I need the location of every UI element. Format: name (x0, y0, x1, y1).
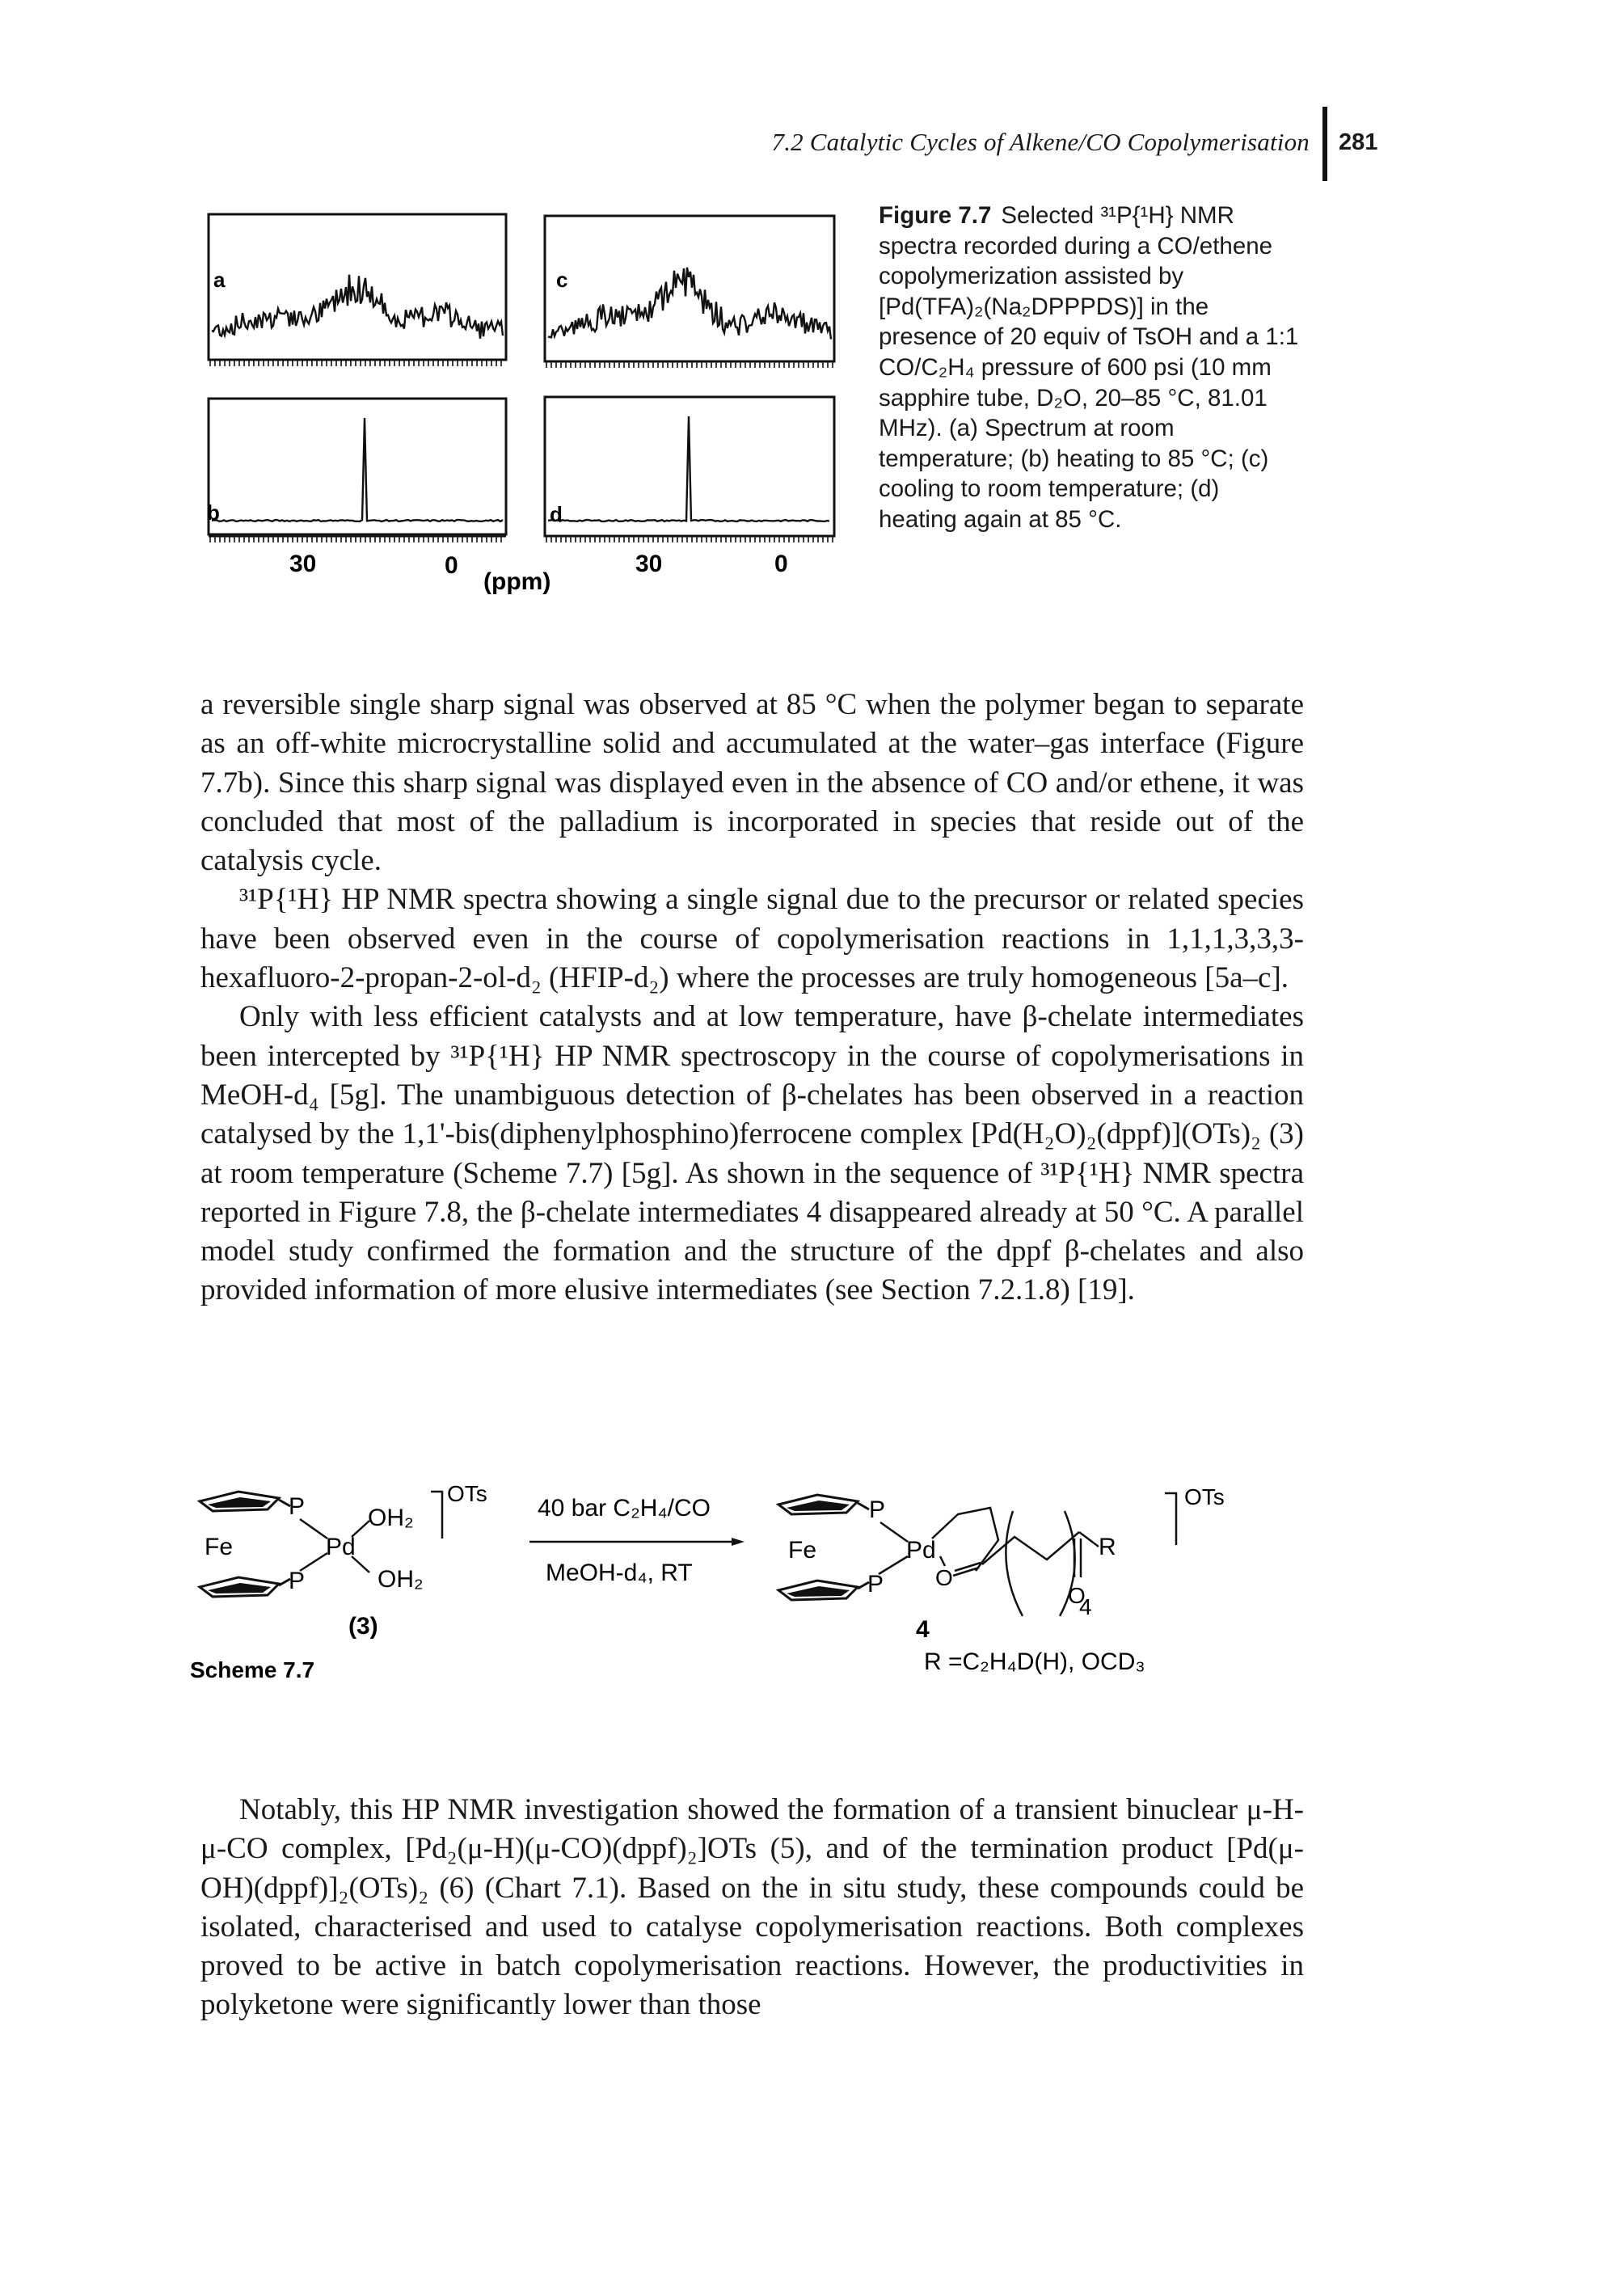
figure-caption-text: Selected ³¹P{¹H} NMR spectra recorded du… (879, 202, 1299, 533)
body-text-continued: Notably, this HP NMR investigation showe… (200, 1791, 1304, 2025)
reactant-oh2-bottom: OH₂ (378, 1566, 424, 1593)
product-p-top: P (869, 1496, 885, 1523)
reactant-p-top: P (289, 1493, 305, 1520)
product-fe: Fe (788, 1537, 816, 1564)
reactant-compound-number: (3) (348, 1613, 378, 1640)
reactant-oh2-top: OH₂ (368, 1505, 414, 1531)
axis-tick-0-right: 0 (774, 551, 788, 577)
axis-tick-30-left: 30 (289, 551, 316, 577)
reactant-p-bottom: P (289, 1568, 305, 1594)
axis-unit-ppm: (ppm) (483, 568, 550, 594)
running-head: 7.2 Catalytic Cycles of Alkene/CO Copoly… (771, 128, 1310, 156)
scheme-label: Scheme 7.7 (190, 1657, 314, 1682)
body-text: a reversible single sharp signal was obs… (200, 686, 1304, 1311)
nmr-spectra-figure: a c b d 30 0 (ppm) 30 0 (207, 213, 836, 594)
product-r-definition: R =C₂H₄D(H), OCD₃ (924, 1648, 1145, 1675)
paragraph-4: Notably, this HP NMR investigation showe… (200, 1793, 1304, 2022)
figure-caption-label: Figure 7.7 (879, 202, 992, 229)
conditions-above: 40 bar C₂H₄/CO (538, 1495, 711, 1522)
paragraph-1: a reversible single sharp signal was obs… (200, 688, 1304, 878)
panel-label-a: a (213, 268, 226, 292)
reactant-fe: Fe (205, 1534, 233, 1560)
product-counterion: OTs (1184, 1484, 1225, 1509)
spectrum-panel-c: c (543, 214, 836, 368)
paragraph-2: ³¹P{¹H} HP NMR spectra showing a single … (200, 883, 1304, 995)
reactant-complex-3: P P Fe Pd OH₂ OH₂ OTs (3) (196, 1481, 487, 1640)
axis-tick-0-left: 0 (445, 552, 458, 579)
spectrum-panel-a: a (207, 213, 508, 366)
product-repeat-subscript: 4 (1079, 1594, 1092, 1619)
product-pd: Pd (906, 1537, 936, 1564)
panel-label-d: d (550, 502, 563, 526)
product-carbonyl-o: O (1068, 1583, 1086, 1608)
header-rule (1322, 107, 1327, 181)
product-p-bottom: P (867, 1571, 884, 1598)
axis-tick-30-right: 30 (635, 551, 662, 577)
reactant-pd: Pd (326, 1534, 356, 1560)
conditions-below: MeOH-d₄, RT (546, 1560, 693, 1586)
reactant-counterion: OTs (447, 1481, 487, 1506)
page-number: 281 (1339, 129, 1378, 155)
scheme-7-7: P P Fe Pd OH₂ OH₂ OTs (3) 40 bar C₂H₄/CO… (190, 1481, 1225, 1682)
product-beta-chelate-4: P P Fe Pd O O R 4 OTs 4 R =C₂H₄D(H), OCD… (775, 1484, 1225, 1675)
spectrum-panel-d: d (543, 395, 836, 542)
reaction-arrow: 40 bar C₂H₄/CO MeOH-d₄, RT (529, 1495, 745, 1586)
product-chelate-o: O (935, 1565, 953, 1590)
product-r-group: R (1099, 1534, 1116, 1560)
paragraph-3: Only with less efficient catalysts and a… (200, 1000, 1304, 1307)
spectrum-panel-b: b (207, 397, 508, 542)
panel-label-c: c (556, 268, 567, 292)
product-compound-number: 4 (916, 1616, 930, 1643)
panel-label-b: b (207, 500, 220, 525)
